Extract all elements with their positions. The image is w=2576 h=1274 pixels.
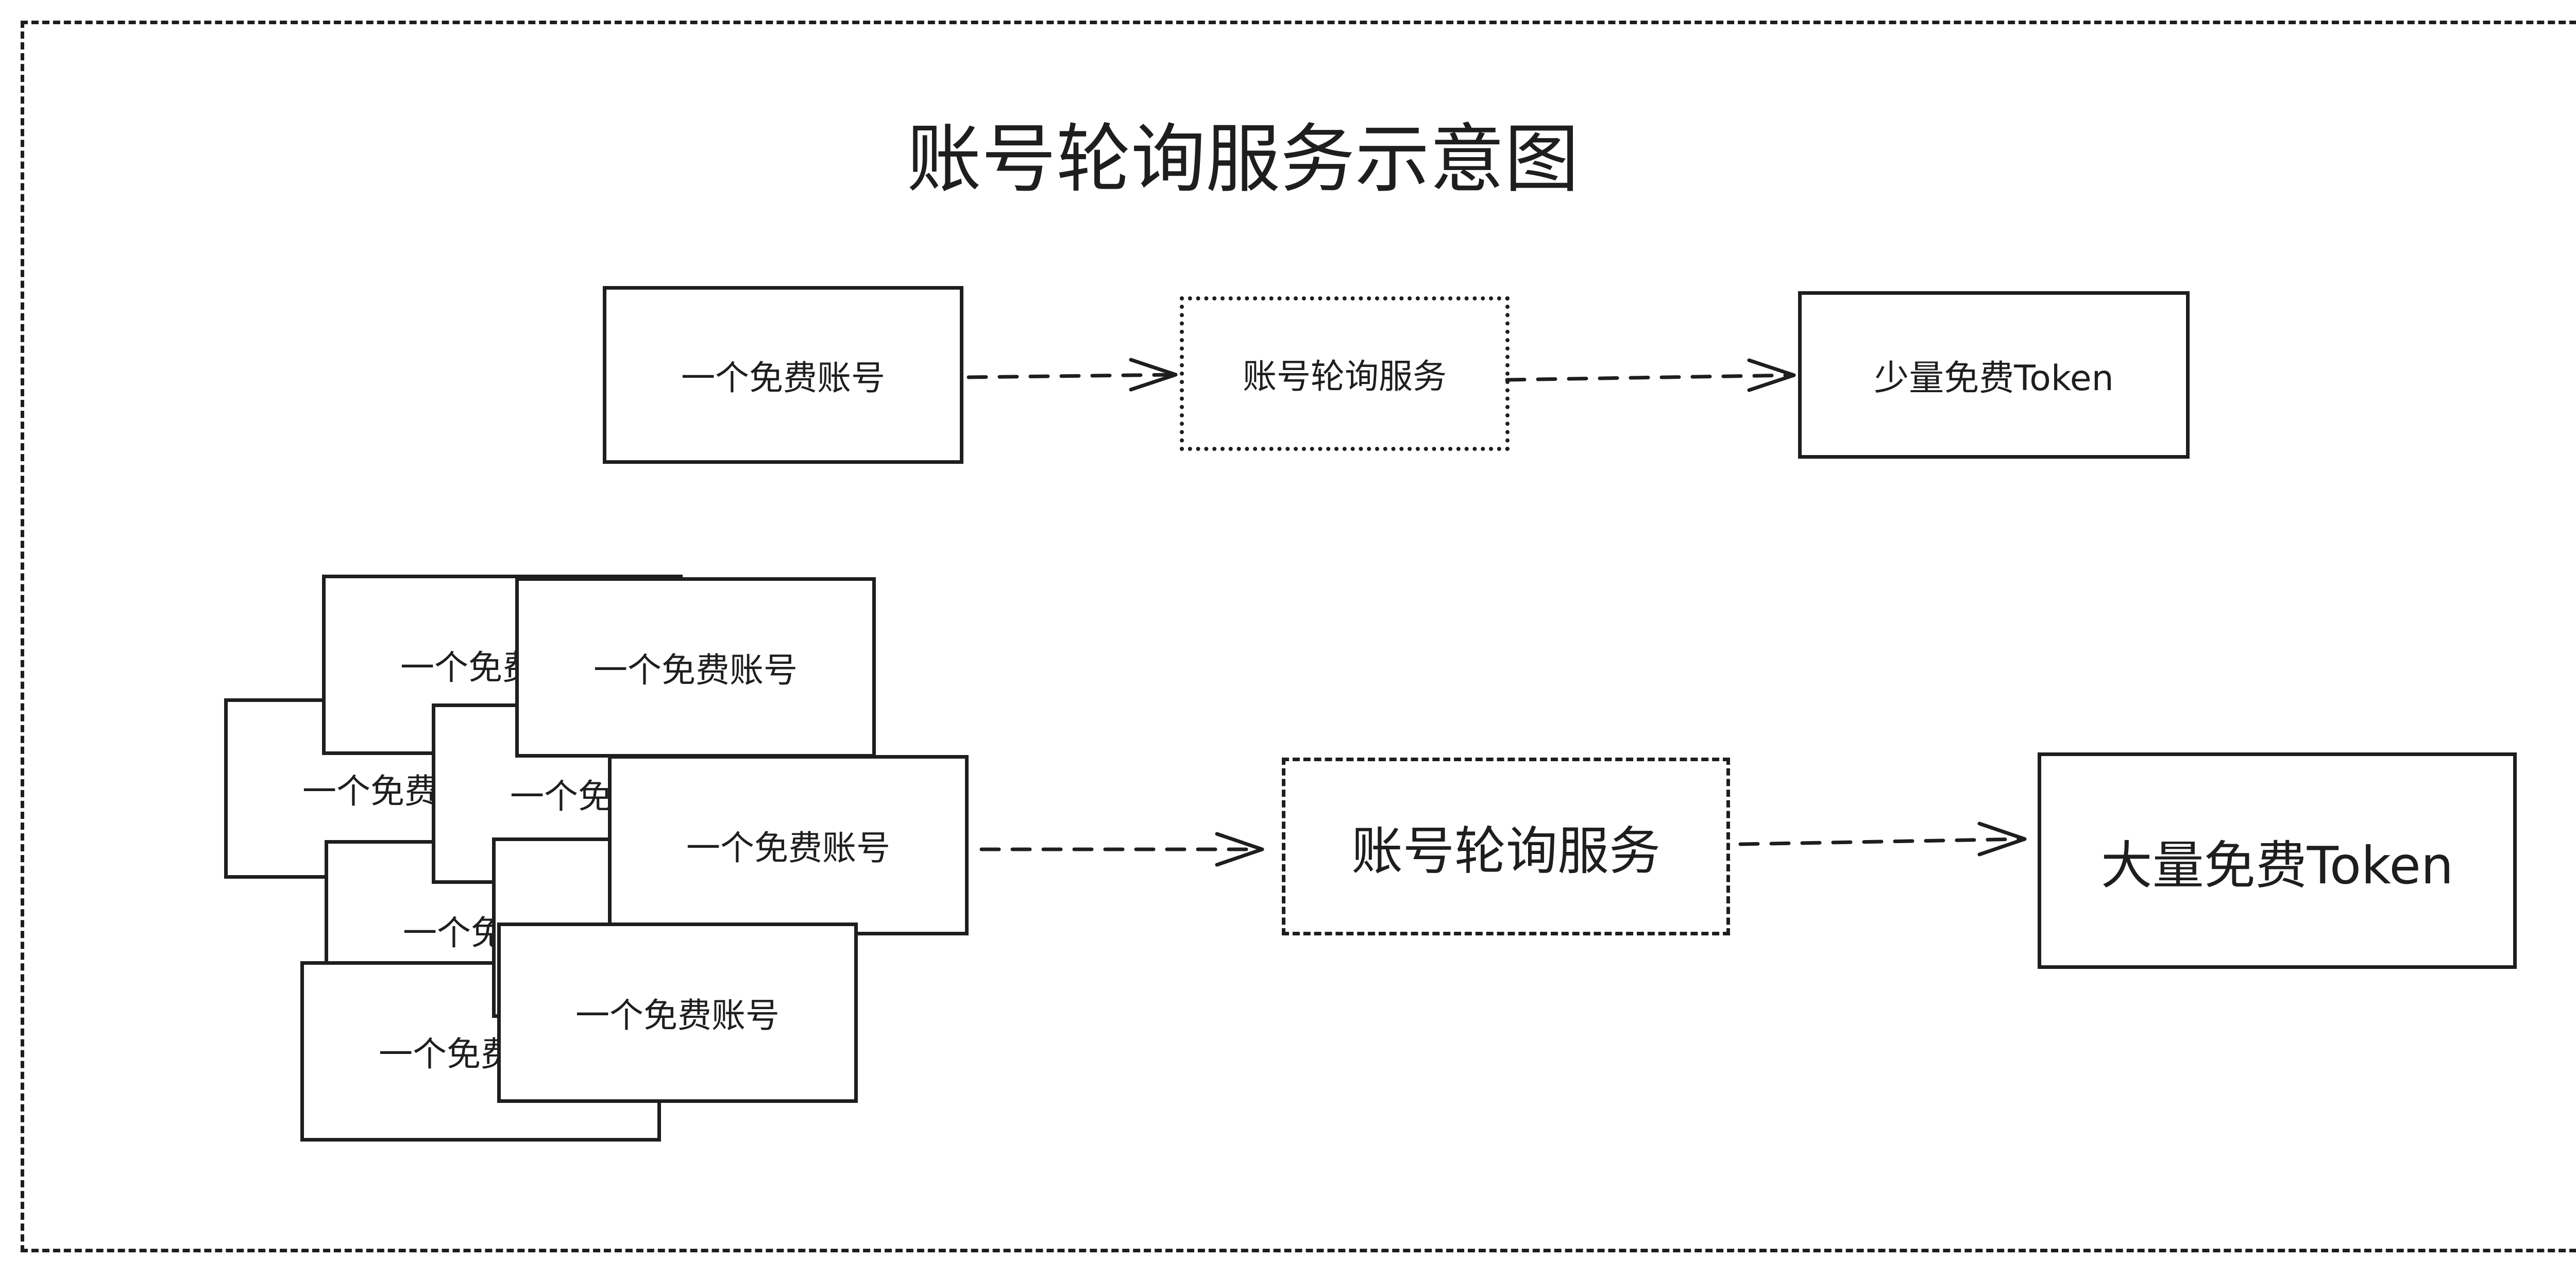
many-tokens-box: 大量免费Token bbox=[2038, 752, 2517, 969]
arrow-accounts-to-service-bottom bbox=[979, 832, 1264, 867]
single-account-label: 一个免费账号 bbox=[681, 358, 885, 398]
few-tokens-box: 少量免费Token bbox=[1798, 291, 2190, 459]
account-card-label: 一个免费账号 bbox=[686, 828, 890, 868]
polling-service-label-large: 账号轮询服务 bbox=[1351, 821, 1660, 881]
account-card-label: 一个免费账号 bbox=[575, 996, 779, 1035]
account-card-label: 一个免费账号 bbox=[594, 650, 798, 690]
diagram-title: 账号轮询服务示意图 bbox=[907, 116, 1579, 203]
polling-service-box-large: 账号轮询服务 bbox=[1282, 758, 1730, 935]
account-card-9: 一个免费账号 bbox=[497, 923, 858, 1103]
arrow-service-to-tokens-top bbox=[1505, 358, 1796, 392]
many-tokens-label: 大量免费Token bbox=[2100, 835, 2454, 896]
outer-dashed-frame bbox=[21, 21, 2576, 1252]
arrow-account-to-service-top bbox=[967, 358, 1178, 392]
account-card-7: 一个免费账号 bbox=[515, 577, 876, 758]
arrow-service-to-tokens-bottom bbox=[1738, 822, 2027, 857]
polling-service-box-small: 账号轮询服务 bbox=[1180, 296, 1510, 451]
single-account-box: 一个免费账号 bbox=[603, 286, 963, 464]
polling-service-label-small: 账号轮询服务 bbox=[1243, 357, 1447, 396]
few-tokens-label: 少量免费Token bbox=[1874, 358, 2114, 399]
account-card-8: 一个免费账号 bbox=[608, 755, 969, 935]
